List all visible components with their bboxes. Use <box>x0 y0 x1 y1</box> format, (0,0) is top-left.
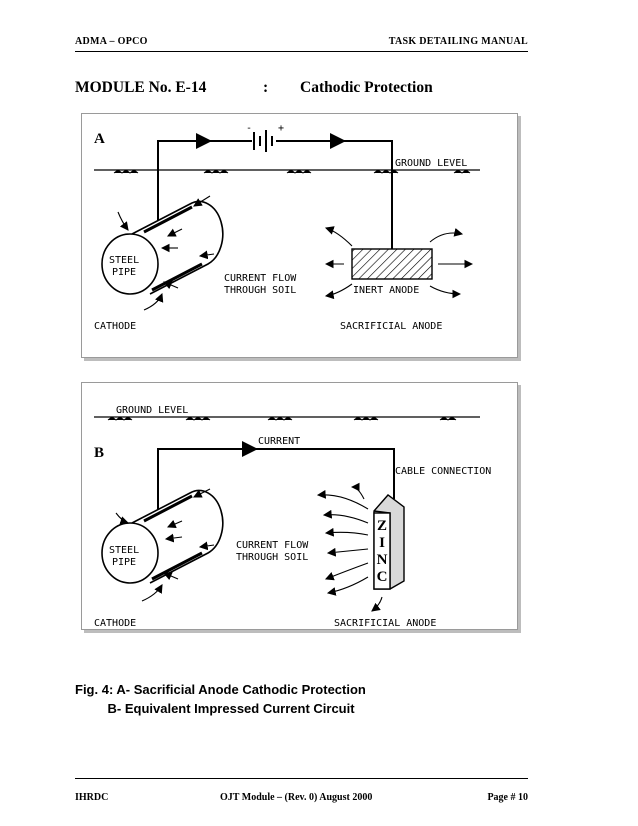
cathode-label-a: CATHODE <box>94 321 136 332</box>
current-arrows-b <box>115 488 215 602</box>
inert-anode-label: INERT ANODE <box>353 285 419 296</box>
caption-line-1: Fig. 4: A- Sacrificial Anode Cathodic Pr… <box>75 682 366 697</box>
footer-center: OJT Module – (Rev. 0) August 2000 <box>220 792 373 803</box>
current-flow-label-2: THROUGH SOIL <box>224 285 296 296</box>
current-flow-label-b2: THROUGH SOIL <box>236 552 308 563</box>
cathode-label-b: CATHODE <box>94 618 136 629</box>
ground-level-label-b: GROUND LEVEL <box>116 405 188 416</box>
figure-b-letter: B <box>94 445 104 461</box>
pipe-label-1: STEEL <box>109 255 139 266</box>
anode-arrows-a <box>324 226 474 300</box>
header-right: TASK DETAILING MANUAL <box>388 36 528 47</box>
figure-b-panel: GROUND LEVEL B CURRENT CABLE CONNECTION … <box>81 382 518 630</box>
steel-pipe-b <box>101 489 224 584</box>
anode-arrows-b <box>316 482 383 612</box>
footer-left: IHRDC <box>75 792 109 803</box>
figure-caption: Fig. 4: A- Sacrificial Anode Cathodic Pr… <box>75 680 366 718</box>
zinc-letter-c: C <box>377 569 388 585</box>
current-arrows-a <box>117 195 215 311</box>
figure-b-diagram: GROUND LEVEL B CURRENT CABLE CONNECTION … <box>94 405 491 629</box>
battery-plus: + <box>278 123 284 134</box>
sacrificial-anode-label-b: SACRIFICIAL ANODE <box>334 618 436 629</box>
zinc-letter-i: I <box>379 535 385 551</box>
zinc-letter-z: Z <box>377 518 387 534</box>
figure-a-panel: A GROUND LEVEL - + S <box>81 113 518 358</box>
figure-a-diagram: A GROUND LEVEL - + S <box>94 123 480 332</box>
sacrificial-anode-label-a: SACRIFICIAL ANODE <box>340 321 442 332</box>
pipe-label-b2: PIPE <box>112 557 136 568</box>
zinc-letter-n: N <box>377 552 388 568</box>
ground-hatches-b <box>107 416 457 421</box>
caption-line-2: B- Equivalent Impressed Current Circuit <box>75 701 355 716</box>
pipe-label-b1: STEEL <box>109 545 139 556</box>
ground-hatches <box>113 169 471 174</box>
page-header: ADMA – OPCO TASK DETAILING MANUAL <box>75 36 528 52</box>
ground-level-label: GROUND LEVEL <box>395 158 467 169</box>
figure-a-letter: A <box>94 131 105 147</box>
header-rule <box>75 51 528 52</box>
module-number: MODULE No. E-14 <box>75 79 207 96</box>
pipe-label-2: PIPE <box>112 267 136 278</box>
cable-connection-label: CABLE CONNECTION <box>395 466 491 477</box>
footer-right: Page # 10 <box>487 792 528 803</box>
header-left: ADMA – OPCO <box>75 36 148 47</box>
module-colon: : <box>263 79 269 96</box>
battery-icon <box>253 130 273 152</box>
module-title: Cathodic Protection <box>300 79 433 96</box>
footer-rule <box>75 778 528 779</box>
current-flow-label-1: CURRENT FLOW <box>224 273 297 284</box>
page-footer: IHRDC OJT Module – (Rev. 0) August 2000 … <box>75 792 528 806</box>
current-flow-label-b1: CURRENT FLOW <box>236 540 309 551</box>
battery-minus: - <box>246 123 252 134</box>
zinc-anode <box>373 494 405 590</box>
inert-anode <box>351 248 433 280</box>
current-label: CURRENT <box>258 436 300 447</box>
module-line: MODULE No. E-14 : Cathodic Protection <box>75 79 528 99</box>
